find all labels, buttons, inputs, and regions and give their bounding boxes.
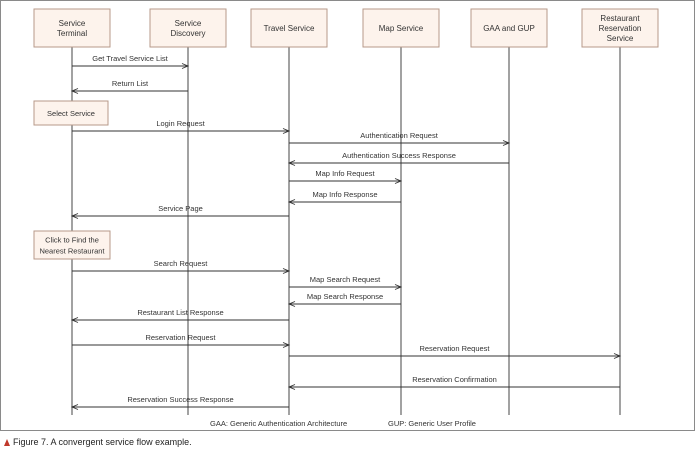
- message-label: Map Search Request: [310, 275, 381, 284]
- figure-caption: Figure 7. A convergent service flow exam…: [4, 437, 192, 447]
- message-9: Search Request: [72, 259, 291, 274]
- note-label: Nearest Restaurant: [39, 247, 105, 256]
- actor-gaa: GAA and GUP: [470, 8, 548, 48]
- legend-gaa: GAA: Generic Authentication Architecture: [210, 419, 347, 428]
- arrowhead-icon: [394, 284, 403, 290]
- note-label: Select Service: [47, 109, 95, 118]
- actor-box-map: [362, 8, 440, 48]
- message-label: Login Request: [156, 119, 205, 128]
- message-label: Reservation Confirmation: [412, 375, 497, 384]
- message-label: Map Info Response: [312, 190, 377, 199]
- actor-label: GAA and GUP: [483, 24, 535, 33]
- arrowhead-icon: [287, 301, 296, 307]
- message-14: Reservation Request: [289, 344, 622, 359]
- arrowhead-icon: [70, 88, 79, 94]
- arrowhead-icon: [502, 140, 511, 146]
- actor-label: Service: [607, 34, 634, 43]
- arrowhead-icon: [287, 160, 296, 166]
- arrowhead-icon: [282, 128, 291, 134]
- arrowhead-icon: [70, 317, 79, 323]
- message-13: Reservation Request: [72, 333, 291, 348]
- message-7: Map Info Response: [287, 190, 401, 205]
- arrowhead-icon: [394, 178, 403, 184]
- arrowhead-icon: [282, 268, 291, 274]
- message-8: Service Page: [70, 204, 289, 219]
- message-label: Reservation Success Response: [127, 395, 233, 404]
- legend-gup: GUP: Generic User Profile: [388, 419, 476, 428]
- actor-label: Restaurant: [600, 14, 640, 23]
- actor-label: Service: [59, 19, 86, 28]
- actor-box-gaa: [470, 8, 548, 48]
- message-label: Get Travel Service List: [92, 54, 168, 63]
- message-10: Map Search Request: [289, 275, 403, 290]
- arrowhead-icon: [287, 199, 296, 205]
- actor-label: Service: [175, 19, 202, 28]
- message-11: Map Search Response: [287, 292, 401, 307]
- actor-travel: Travel Service: [250, 8, 328, 48]
- message-label: Service Page: [158, 204, 203, 213]
- message-label: Reservation Request: [145, 333, 216, 342]
- caption-marker-icon: [4, 439, 10, 446]
- note-label: Click to Find the: [45, 236, 99, 245]
- message-6: Map Info Request: [289, 169, 403, 184]
- message-label: Reservation Request: [419, 344, 490, 353]
- actor-box-travel: [250, 8, 328, 48]
- actor-label: Discovery: [170, 29, 205, 38]
- note-box: [33, 230, 111, 260]
- arrowhead-icon: [70, 404, 79, 410]
- message-1: Get Travel Service List: [72, 54, 190, 69]
- note-1: Select Service: [33, 100, 109, 126]
- message-label: Restaurant List Response: [137, 308, 223, 317]
- message-15: Reservation Confirmation: [287, 375, 620, 390]
- arrowhead-icon: [287, 384, 296, 390]
- actor-box-discovery: [149, 8, 227, 48]
- arrowhead-icon: [70, 213, 79, 219]
- message-5: Authentication Success Response: [287, 151, 509, 166]
- message-16: Reservation Success Response: [70, 395, 289, 410]
- arrowhead-icon: [282, 342, 291, 348]
- message-2: Return List: [70, 79, 188, 94]
- actor-label: Map Service: [379, 24, 424, 33]
- message-label: Search Request: [154, 259, 209, 268]
- message-label: Map Info Request: [315, 169, 375, 178]
- arrowhead-icon: [181, 63, 190, 69]
- caption-text: Figure 7. A convergent service flow exam…: [13, 437, 192, 447]
- actor-label: Travel Service: [264, 24, 315, 33]
- message-4: Authentication Request: [289, 131, 511, 146]
- note-box: [33, 100, 109, 126]
- message-label: Authentication Request: [360, 131, 438, 140]
- actor-box-terminal: [33, 8, 111, 48]
- actor-box-restaurant: [581, 8, 659, 48]
- actor-label: Reservation: [599, 24, 642, 33]
- message-label: Return List: [112, 79, 149, 88]
- message-3: Login Request: [72, 119, 291, 134]
- message-label: Map Search Response: [307, 292, 383, 301]
- arrowhead-icon: [613, 353, 622, 359]
- actor-label: Terminal: [57, 29, 87, 38]
- diagram-frame: [0, 0, 695, 431]
- message-label: Authentication Success Response: [342, 151, 456, 160]
- actor-map: Map Service: [362, 8, 440, 48]
- message-12: Restaurant List Response: [70, 308, 289, 323]
